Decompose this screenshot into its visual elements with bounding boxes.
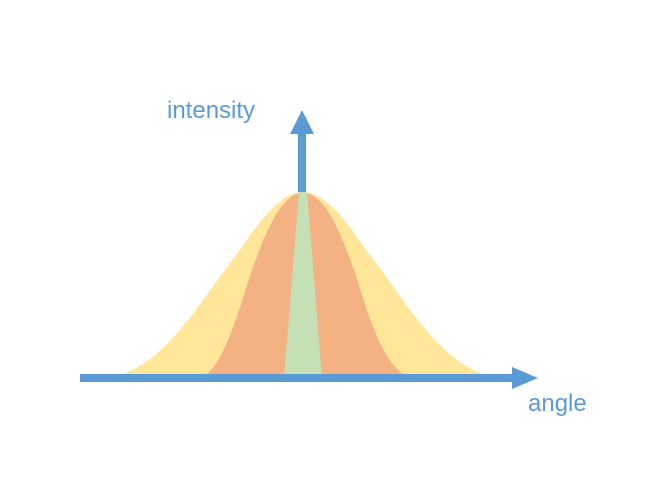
x-axis-label: angle bbox=[528, 390, 587, 417]
narrow-distribution-band bbox=[284, 192, 322, 378]
y-axis-label: intensity bbox=[167, 97, 255, 124]
y-axis-arrowhead bbox=[290, 110, 314, 134]
x-axis-arrowhead bbox=[512, 367, 538, 389]
